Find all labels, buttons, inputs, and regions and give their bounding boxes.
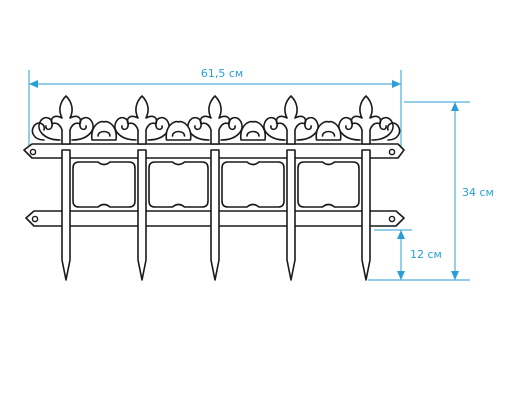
ornament-link-curl (321, 130, 336, 137)
ornament-scroll (187, 116, 210, 141)
stake-label: 12 см (410, 248, 442, 261)
end-scroll-left (31, 122, 46, 141)
ornament-scroll (220, 116, 243, 141)
ornament-link-curl (171, 130, 186, 137)
ornament-finial (50, 95, 82, 145)
ornament-scroll (147, 116, 170, 141)
ornament-finial (350, 95, 382, 145)
fence-stake (210, 149, 220, 281)
ornament-scroll (71, 116, 94, 141)
ornament-link-curl (97, 130, 111, 137)
fence-panel (221, 161, 285, 208)
ornament-finial (126, 95, 158, 145)
fence-panel (148, 161, 209, 208)
width-dimension: 61,5 см (28, 67, 402, 150)
stake-dimension: 12 см (374, 229, 442, 280)
rail-hole (31, 215, 39, 223)
ornament-finial (199, 95, 231, 145)
ornament-scroll (114, 116, 137, 141)
fence-stake (61, 149, 71, 281)
rail-hole (388, 148, 396, 156)
ornament-scroll (263, 116, 286, 141)
fence-stake (137, 149, 147, 281)
width-label: 61,5 см (201, 67, 243, 80)
ornament-scroll (371, 116, 394, 141)
rail-hole (388, 215, 396, 223)
ornament-scroll (296, 116, 319, 141)
ornament-link-curl (246, 130, 260, 137)
fence-stake (286, 149, 296, 281)
height-dimension: 34 см (368, 101, 494, 281)
ornament-scroll (338, 116, 361, 141)
end-scroll-right (386, 122, 401, 141)
fence-panel (72, 161, 136, 208)
fence-stake (361, 149, 371, 281)
height-label: 34 см (462, 186, 494, 199)
rail-hole (29, 148, 37, 156)
fence-panel (297, 161, 360, 208)
ornament-scroll (38, 116, 61, 141)
fence-outline (23, 95, 405, 281)
ornament-finial (275, 95, 307, 145)
